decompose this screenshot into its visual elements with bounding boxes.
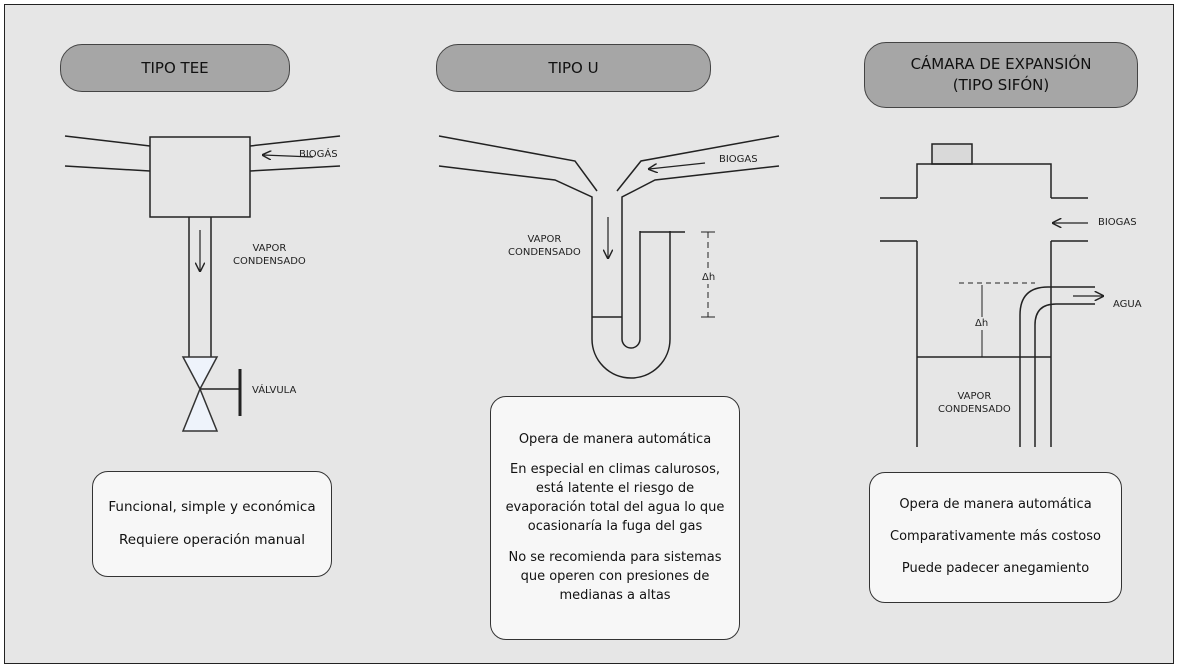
- tee-notes-box: Funcional, simple y económica Requiere o…: [92, 471, 332, 577]
- camara-note: Puede padecer anegamiento: [901, 560, 1090, 576]
- tee-vapor-line2: CONDENSADO: [233, 256, 306, 267]
- diagram-frame: TIPO TEE TIPO U CÁMARA DE EXPANSIÓN (TIP…: [4, 4, 1174, 664]
- header-camara-line2: (TIPO SIFÓN): [952, 76, 1050, 94]
- header-camara: CÁMARA DE EXPANSIÓN (TIPO SIFÓN): [864, 42, 1138, 108]
- header-camara-line1: CÁMARA DE EXPANSIÓN: [910, 55, 1092, 73]
- tee-valve: [181, 356, 219, 432]
- tee-body: [149, 136, 251, 218]
- camara-agua-label: AGUA: [1113, 299, 1142, 310]
- tee-pipe-right-top: [249, 135, 341, 147]
- u-vapor-label: VAPOR CONDENSADO: [508, 233, 581, 259]
- camara-vapor-line2: CONDENSADO: [938, 404, 1011, 415]
- camara-note: Opera de manera automática: [899, 497, 1092, 513]
- u-note: ocasionaría la fuga del gas: [527, 519, 703, 534]
- u-vapor-line1: VAPOR: [527, 234, 562, 245]
- diagram-drawings: [64, 135, 1173, 447]
- tee-vapor-label: VAPOR CONDENSADO: [233, 242, 306, 268]
- camara-cap: [931, 143, 973, 165]
- u-pipe-right-bottom: [621, 165, 780, 317]
- u-note: No se recomienda para sistemas: [508, 549, 722, 565]
- u-note: Opera de manera automática: [518, 431, 712, 447]
- tee-pipe-left-bottom: [64, 165, 151, 172]
- tee-vapor-line1: VAPOR: [252, 243, 287, 254]
- u-pipe-right-top: [616, 135, 780, 192]
- u-note: medianas a altas: [559, 587, 671, 603]
- tee-note: Requiere operación manual: [119, 531, 305, 548]
- camara-vapor-line1: VAPOR: [957, 391, 992, 402]
- camara-vapor-label: VAPOR CONDENSADO: [938, 390, 1011, 416]
- u-note: que operen con presiones de: [520, 568, 710, 584]
- u-biogas-arrow: [649, 162, 706, 169]
- tee-biogas-arrow: [263, 155, 314, 157]
- tee-diagram: [64, 135, 341, 432]
- camara-dh-label: Δh: [975, 317, 989, 330]
- u-pipe-left-top: [438, 135, 598, 192]
- camara-biogas-label: BIOGAS: [1098, 217, 1137, 228]
- u-pipe-left-bottom: [438, 165, 593, 317]
- u-notes-box: Opera de manera automática En especial e…: [490, 396, 740, 640]
- camara-note: Comparativamente más costoso: [890, 529, 1101, 545]
- header-tipo-u-text: TIPO U: [548, 58, 599, 77]
- tee-biogas-label: BIOGÁS: [299, 149, 338, 160]
- camara-outlet-inner: [1034, 303, 1095, 447]
- tee-pipe-right-bottom: [249, 165, 341, 172]
- tee-pipe-left-top: [64, 135, 151, 147]
- header-tipo-tee: TIPO TEE: [60, 44, 290, 92]
- u-note: está latente el riesgo de: [535, 481, 695, 497]
- u-dh-label: Δh: [702, 271, 716, 284]
- camara-outlet-outer: [1019, 286, 1095, 447]
- u-vapor-line2: CONDENSADO: [508, 247, 581, 258]
- tee-note: Funcional, simple y económica: [108, 498, 316, 515]
- header-tipo-u: TIPO U: [436, 44, 711, 92]
- u-note: En especial en climas calurosos,: [510, 462, 720, 478]
- camara-diagram: [880, 143, 1103, 447]
- u-diagram: [438, 135, 780, 379]
- u-bend-outer: [591, 231, 671, 379]
- u-bend-inner: [621, 231, 641, 349]
- u-biogas-label: BIOGAS: [719, 154, 758, 165]
- camara-top: [916, 163, 1052, 198]
- header-tipo-tee-text: TIPO TEE: [141, 58, 209, 77]
- tee-valvula-label: VÁLVULA: [252, 385, 297, 396]
- u-note: evaporación total del agua lo que: [505, 500, 725, 516]
- camara-notes-box: Opera de manera automática Comparativame…: [869, 472, 1122, 603]
